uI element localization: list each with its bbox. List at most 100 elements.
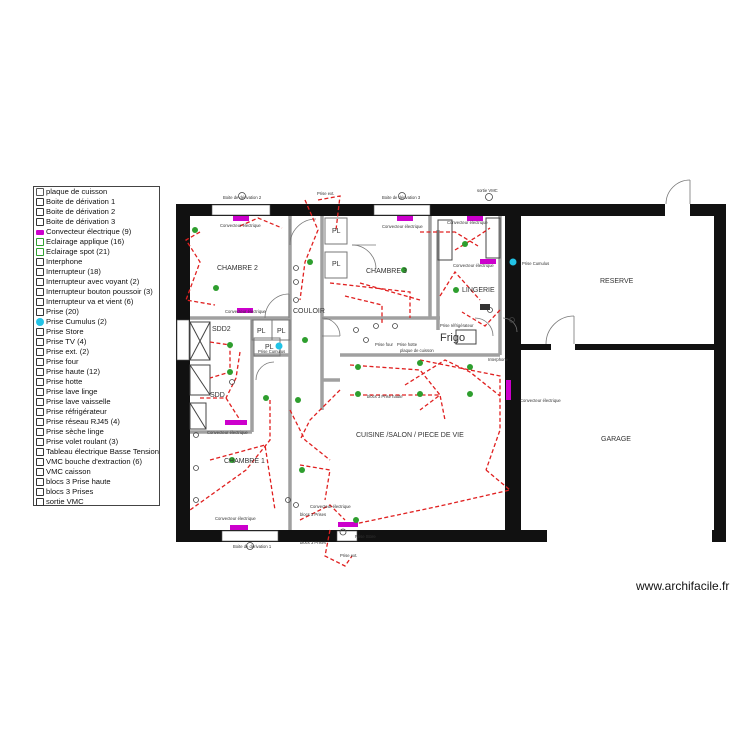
outdoor-outlet-icon	[36, 348, 44, 356]
legend-label: Prise réseau RJ45 (4)	[46, 417, 120, 426]
spot-light-icon	[36, 248, 44, 256]
shutter-outlet-icon	[36, 438, 44, 446]
vmc-exit-icon	[36, 498, 44, 506]
legend-item: Prise hotte	[34, 377, 161, 387]
legend-item: blocs 3 Prise haute	[34, 477, 161, 487]
legend-item: plaque de cuisson	[34, 187, 161, 197]
legend-item: Boite de dérivation 1	[34, 197, 161, 207]
legend-label: VMC bouche d'extraction (6)	[46, 457, 142, 466]
label-boite-1: Boite de dérivation 1	[233, 544, 272, 549]
devices	[193, 192, 515, 550]
legend-label: Prise ext. (2)	[46, 347, 90, 356]
dishwasher-outlet-icon	[36, 398, 44, 406]
room-chambre1: CHAMBRE 1	[224, 458, 265, 465]
legend-label: sortie VMC	[46, 497, 84, 506]
room-labels: CHAMBRE 2 CHAMBRE 3 COULOIR LINGERIE RES…	[210, 228, 634, 465]
label-boite-2: Boite de dérivation 2	[223, 195, 262, 200]
label-prise-ext-bottom: Prise ext.	[340, 553, 357, 558]
triple-outlet-icon	[36, 488, 44, 496]
legend-label: Eclairage applique (16)	[46, 237, 125, 246]
room-chambre3: CHAMBRE 3	[366, 268, 407, 275]
legend-item: Prise Cumulus (2)	[34, 317, 161, 327]
high-outlet-icon	[36, 368, 44, 376]
label-blocs-3-prises-1: blocs 3 Prises	[300, 512, 326, 517]
label-convecteur-7: Convecteur électrique	[215, 516, 256, 521]
room-couloir: COULOIR	[293, 308, 325, 315]
junction-box-icon	[36, 198, 44, 206]
label-plaque-cuisson: plaque de cuisson	[400, 348, 434, 353]
closet-pl-3: PL	[257, 328, 266, 335]
label-convecteur-5: Convecteur électrique	[225, 309, 266, 314]
legend-label: Prise TV (4)	[46, 337, 87, 346]
switch-light-icon	[36, 278, 44, 286]
legend-label: Prise hotte	[46, 377, 83, 386]
legend-label: Prise volet roulant (3)	[46, 437, 119, 446]
legend-label: Tableau électrique Basse Tension	[46, 447, 159, 456]
windows	[176, 204, 431, 542]
convector-icon	[36, 230, 44, 235]
room-chambre2: CHAMBRE 2	[217, 265, 258, 272]
fridge-label: Frigo	[440, 332, 465, 344]
legend-label: Convecteur électrique (9)	[46, 227, 132, 236]
legend-item: sortie VMC	[34, 497, 161, 507]
lights	[192, 227, 473, 523]
legend-label: Boite de dérivation 3	[46, 217, 116, 226]
label-boite-3: Boite de dérivation 3	[382, 195, 421, 200]
label-prise-ext-top: Prise ext.	[317, 191, 334, 196]
legend-item: Eclairage applique (16)	[34, 237, 161, 247]
exterior-walls	[176, 204, 726, 542]
label-blocs-3-prises-2: blocs 3 Prises	[300, 540, 326, 545]
cumulus-outlet-icon	[36, 318, 44, 326]
legend-item: blocs 3 Prises	[34, 487, 161, 497]
bath-fixtures	[189, 217, 501, 430]
room-reserve: RESERVE	[600, 278, 634, 285]
legend-label: Interphone	[46, 257, 83, 266]
legend-item: Prise réseau RJ45 (4)	[34, 417, 161, 427]
two-way-switch-icon	[36, 298, 44, 306]
cooktop-icon	[36, 188, 44, 196]
legend-item: Eclairage spot (21)	[34, 247, 161, 257]
legend-item: Prise volet roulant (3)	[34, 437, 161, 447]
legend-label: Prise sèche linge	[46, 427, 104, 436]
legend-label: Interrupteur bouton poussoir (3)	[46, 287, 153, 296]
junction-box-icon	[36, 218, 44, 226]
cumulus-points	[275, 258, 517, 350]
legend-item: Prise (20)	[34, 307, 161, 317]
label-convecteur-8: Convecteur électrique	[310, 504, 351, 509]
legend-item: Boite de dérivation 2	[34, 207, 161, 217]
legend-item: Prise TV (4)	[34, 337, 161, 347]
legend-label: VMC caisson	[46, 467, 91, 476]
legend-item: Prise sèche linge	[34, 427, 161, 437]
label-convecteur-3: Convecteur électrique	[447, 220, 488, 225]
legend-label: Eclairage spot (21)	[46, 247, 110, 256]
label-convecteur-6: Convecteur électrique	[207, 430, 248, 435]
label-prise-hotte: Prise hotte	[397, 342, 418, 347]
label-prise-cumulus-2: Prise Cumulus	[522, 261, 549, 266]
closet-pl-1: PL	[332, 228, 341, 235]
legend-item: Convecteur électrique (9)	[34, 227, 161, 237]
legend-label: Boite de dérivation 1	[46, 197, 116, 206]
room-lingerie: LINGERIE	[462, 287, 495, 294]
legend-label: Prise (20)	[46, 307, 79, 316]
legend-item: Prise Store	[34, 327, 161, 337]
legend-label: Prise Store	[46, 327, 84, 336]
legend-label: Prise lave linge	[46, 387, 98, 396]
junction-box-icon	[36, 208, 44, 216]
room-garage: GARAGE	[601, 436, 631, 443]
brand-watermark: www.archifacile.fr	[636, 579, 730, 593]
closets	[251, 217, 348, 357]
legend-label: Interrupteur va et vient (6)	[46, 297, 134, 306]
push-button-icon	[36, 288, 44, 296]
legend-label: blocs 3 Prises	[46, 487, 94, 496]
legend-label: Prise réfrigérateur	[46, 407, 107, 416]
convectors	[225, 216, 511, 530]
label-convecteur-4: Convecteur électrique	[453, 263, 494, 268]
closet-pl-4: PL	[277, 328, 286, 335]
vmc-box-icon	[36, 468, 44, 476]
annotations: Boite de dérivation 2 Boite de dérivatio…	[207, 188, 561, 558]
fridge-outlet-icon	[36, 408, 44, 416]
legend-label: Prise four	[46, 357, 79, 366]
legend-item: Boite de dérivation 3	[34, 217, 161, 227]
oven-outlet-icon	[36, 358, 44, 366]
